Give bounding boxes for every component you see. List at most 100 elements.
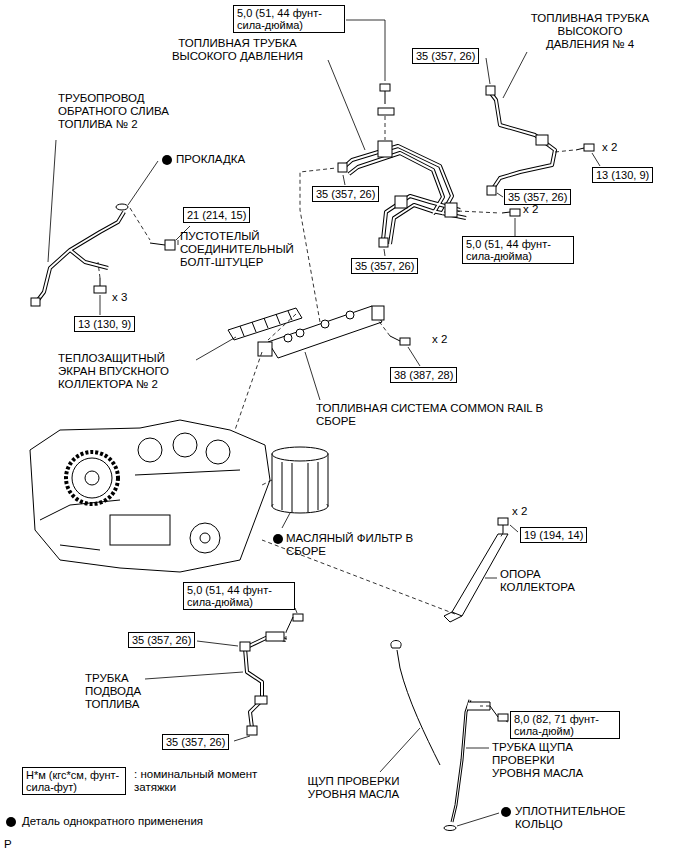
part-label-text: ТРУБОПРОВОД ОБРАТНОГО СЛИВА ТОПЛИВА № 2 <box>58 92 193 131</box>
part-label: : номинальный момент затяжки <box>134 768 264 794</box>
part-label-text: ПРОКЛАДКА <box>176 153 245 166</box>
heat-shield <box>240 311 292 336</box>
assembly-line <box>555 150 574 152</box>
engine <box>138 438 162 462</box>
common-rail <box>296 329 304 337</box>
part-label-text: ТЕПЛОЗАЩИТНЫЙ ЭКРАН ВПУСКНОГО КОЛЛЕКТОРА… <box>58 352 198 391</box>
common-rail <box>346 311 354 319</box>
assembly-line <box>98 262 100 278</box>
part-label: x 2 <box>602 141 617 154</box>
torque-box: 35 (357, 26) <box>312 186 379 202</box>
torque-value: 35 (357, 26) <box>132 634 191 646</box>
pipe-fitting <box>445 203 457 217</box>
bolt <box>400 338 410 345</box>
bolt <box>293 614 303 621</box>
part-label-text: МАСЛЯНЫЙ ФИЛЬТР В СБОРЕ <box>286 532 416 558</box>
torque-box: 19 (194, 14) <box>520 527 587 543</box>
bolt <box>498 714 508 721</box>
part-label-text: ТОПЛИВНАЯ ТРУБКА ВЫСОКОГО ДАВЛЕНИЯ <box>150 37 325 63</box>
part-label: P <box>4 838 12 851</box>
leader-line <box>343 175 345 185</box>
legend-item: Деталь однократного применения <box>6 815 203 828</box>
leader-line <box>384 249 385 256</box>
part-label-text: УПЛОТНИТЕЛЬНОЕ КОЛЬЦО <box>515 805 645 831</box>
oil-filter <box>282 462 318 512</box>
part-label-text: ТОПЛИВНАЯ СИСТЕМА COMMON RAIL В СБОРЕ <box>316 402 581 428</box>
legend-dot <box>6 817 16 827</box>
part-label: ТРУБКА ЩУПА ПРОВЕРКИ УРОВНЯ МАСЛА <box>492 741 602 780</box>
torque-value: 35 (357, 26) <box>355 260 414 272</box>
part-label-text: ОПОРА КОЛЛЕКТОРА <box>500 568 595 594</box>
torque-value: 19 (194, 14) <box>524 529 583 541</box>
leader-line <box>346 20 385 81</box>
oil-dipstick <box>397 650 440 765</box>
torque-value: 38 (387, 28) <box>394 369 453 381</box>
bolt <box>378 108 394 115</box>
oil-filter <box>272 454 328 506</box>
engine <box>173 433 197 457</box>
torque-box: 5,0 (51, 44 фунт-сила-дюйма) <box>462 236 574 264</box>
part-label-text: ПУСТОТЕЛЫЙ СОЕДИНИТЕЛЬНЫЙ БОЛТ-ШТУЦЕР <box>180 230 310 269</box>
part-label: x 2 <box>432 333 447 346</box>
part-label: ТРУБОПРОВОД ОБРАТНОГО СЛИВА ТОПЛИВА № 2 <box>58 92 193 131</box>
part-label: ОПОРА КОЛЛЕКТОРА <box>500 568 595 594</box>
assembly-line <box>235 352 262 430</box>
torque-box: 5,0 (51, 44 фунт-сила-дюйма) <box>233 5 345 33</box>
fuel-pipe <box>490 92 555 190</box>
torque-box: 13 (130, 9) <box>592 167 653 183</box>
leader-line <box>506 721 508 722</box>
part-label: ПРОКЛАДКА <box>176 153 245 166</box>
bolt <box>100 278 101 286</box>
leader-line <box>503 52 527 98</box>
part-label: ЩУП ПРОВЕРКИ УРОВНЯ МАСЛА <box>296 775 411 801</box>
torque-value: 35 (357, 26) <box>508 191 567 203</box>
part-label-text: x 2 <box>432 333 447 346</box>
leader-line <box>128 161 158 205</box>
bolt <box>390 336 400 341</box>
assembly-line <box>500 533 503 538</box>
leader-line <box>592 153 600 166</box>
fuel-pipe <box>349 153 443 214</box>
oil-dipstick <box>467 702 490 710</box>
part-label-text: ТРУБКА ЩУПА ПРОВЕРКИ УРОВНЯ МАСЛА <box>492 741 602 780</box>
leader-line <box>100 295 101 315</box>
oil-dipstick <box>391 641 401 649</box>
pipe-fitting <box>240 642 250 651</box>
fuel-pipe-inner <box>38 212 124 300</box>
pipe-fitting <box>338 163 347 172</box>
fuel-pipe-inner <box>490 92 555 190</box>
part-label-text: x 2 <box>523 203 538 216</box>
assembly-line <box>385 116 386 140</box>
leader-line <box>234 736 250 741</box>
part-label: ТОПЛИВНАЯ СИСТЕМА COMMON RAIL В СБОРЕ <box>316 402 581 428</box>
bolt <box>150 243 165 245</box>
part-label-text: x 2 <box>602 141 617 154</box>
torque-box: 5,0 (51, 44 фунт-сила-дюйма) <box>183 582 295 610</box>
bolt <box>116 204 128 210</box>
bolt <box>502 212 510 213</box>
leader-line <box>48 20 600 826</box>
part-label: ТОПЛИВНАЯ ТРУБКА ВЫСОКОГО ДАВЛЕНИЯ <box>150 37 325 63</box>
part-label-text: ЩУП ПРОВЕРКИ УРОВНЯ МАСЛА <box>296 775 411 801</box>
pipe-fitting <box>487 186 496 195</box>
engine <box>190 523 220 553</box>
engine <box>30 420 270 572</box>
pipe-fitting <box>247 726 257 735</box>
torque-box: 35 (357, 26) <box>162 734 229 750</box>
fuel-pipe <box>38 212 124 300</box>
engine <box>206 440 230 464</box>
part-label-text: x 3 <box>112 291 127 304</box>
engine <box>200 533 210 543</box>
common-rail <box>284 334 292 342</box>
manifold-stay <box>452 534 508 616</box>
common-rail <box>258 342 272 356</box>
oil-dipstick <box>391 641 490 831</box>
assembly-line <box>458 211 500 213</box>
torque-value: 35 (357, 26) <box>316 188 375 200</box>
heat-shield <box>228 308 302 340</box>
part-label: ПУСТОТЕЛЫЙ СОЕДИНИТЕЛЬНЫЙ БОЛТ-ШТУЦЕР <box>180 230 310 269</box>
pipe-fitting <box>395 196 407 208</box>
assembly-line <box>130 208 150 240</box>
torque-box: 35 (357, 26) <box>412 48 479 64</box>
